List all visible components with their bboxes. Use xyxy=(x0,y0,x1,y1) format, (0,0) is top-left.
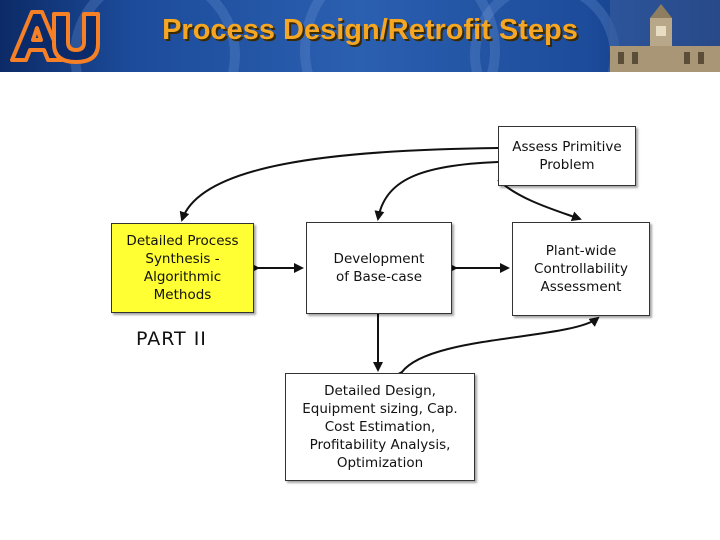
auburn-au-logo-icon xyxy=(10,10,100,64)
node-detailed-process-synthesis: Detailed Process Synthesis - Algorithmic… xyxy=(111,223,254,313)
node-detailed-design: Detailed Design, Equipment sizing, Cap. … xyxy=(285,373,475,481)
samford-hall-tower-icon xyxy=(610,0,720,72)
node-assess-primitive-problem: Assess Primitive Problem xyxy=(498,126,636,186)
slide-title: Process Design/Retrofit Steps xyxy=(162,14,578,46)
arrow-assess-to-base-case xyxy=(374,161,499,221)
node-plant-wide-controllability: Plant-wide Controllability Assessment xyxy=(512,222,650,316)
slide-header: Process Design/Retrofit Steps xyxy=(0,0,720,72)
arrow-plant-wide-detailed-design xyxy=(393,316,600,382)
arrow-assess-to-synthesis xyxy=(179,147,499,222)
node-development-of-base-case: Development of Base-case xyxy=(306,222,452,314)
part-label: PART II xyxy=(136,328,207,350)
background-swirl xyxy=(70,0,240,72)
